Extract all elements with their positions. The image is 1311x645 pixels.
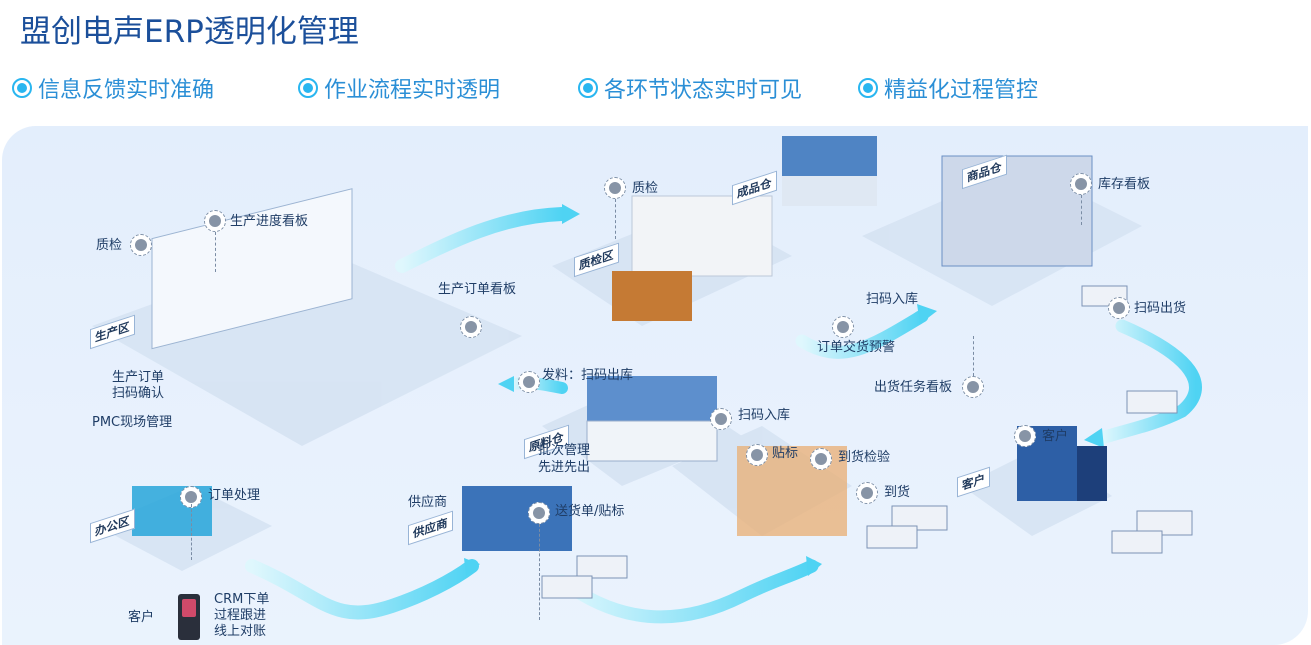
label-crm-3: 线上对账 (214, 624, 267, 639)
pin-icon (460, 316, 482, 338)
leader-line (215, 232, 216, 272)
label-scan-in-top: 扫码入库 (866, 292, 919, 307)
label-customer-right: 客户 (1042, 429, 1069, 444)
pin-icon (604, 177, 626, 199)
label-arrival: 到货 (884, 485, 911, 500)
radio-dot-icon (12, 78, 32, 98)
arrow-qc-to-stock (795, 309, 929, 359)
leader-line (973, 336, 974, 376)
pin-icon (962, 376, 984, 398)
phone-icon (178, 594, 200, 640)
radio-dot-icon (578, 78, 598, 98)
leader-line (191, 504, 192, 560)
label-qc-left: 质检 (96, 238, 123, 253)
flow-arrows (92, 136, 1202, 624)
page-title: 盟创电声ERP透明化管理 (20, 14, 359, 50)
feature-4: 精益化过程管控 (858, 74, 1038, 103)
pin-icon (1070, 173, 1092, 195)
arrow-stock-to-customer (1095, 319, 1202, 445)
label-labeling: 贴标 (772, 446, 799, 461)
label-order-delivery-alert: 订单交货预警 (817, 340, 896, 355)
label-issue-scan-out: 发料：扫码出库 (542, 368, 634, 383)
leader-line (615, 199, 616, 239)
pin-icon (1108, 297, 1130, 319)
label-production-order-scan-2: 扫码确认 (112, 386, 165, 401)
pin-icon (746, 444, 768, 466)
feature-1: 信息反馈实时准确 (12, 74, 214, 103)
label-production-order-board: 生产订单看板 (438, 282, 517, 297)
pin-icon (1014, 425, 1036, 447)
label-arrival-inspection: 到货检验 (838, 450, 891, 465)
pin-icon (810, 448, 832, 470)
pin-icon (832, 316, 854, 338)
label-delivery-note: 送货单/贴标 (555, 504, 625, 519)
label-scan-in-mid: 扫码入库 (738, 408, 791, 423)
label-scan-out: 扫码出货 (1134, 301, 1187, 316)
label-pmc: PMC现场管理 (92, 415, 173, 430)
radio-dot-icon (298, 78, 318, 98)
leader-line (539, 524, 540, 620)
label-production-board: 生产进度看板 (230, 214, 309, 229)
label-crm-2: 过程跟进 (214, 608, 267, 623)
label-supplier: 供应商 (408, 495, 448, 510)
pin-icon (130, 234, 152, 256)
arrow-production-to-qc (395, 207, 569, 273)
pin-icon (518, 371, 540, 393)
label-production-order-scan-1: 生产订单 (112, 370, 165, 385)
leader-line (1081, 195, 1082, 225)
label-batch-2: 先进先出 (538, 460, 591, 475)
pin-icon (856, 482, 878, 504)
pin-icon (528, 502, 550, 524)
label-customer-bottom: 客户 (128, 610, 155, 625)
arrow-supplier-to-arrival (555, 559, 819, 624)
radio-dot-icon (858, 78, 878, 98)
pin-icon (710, 408, 732, 430)
label-stock-board: 库存看板 (1098, 177, 1151, 192)
label-crm-1: CRM下单 (214, 592, 270, 607)
label-batch-1: 批次管理 (538, 443, 591, 458)
feature-2: 作业流程实时透明 (298, 74, 500, 103)
factory-flow-diagram: 生产区 质检区 成品仓 商品仓 原料仓 办公区 供应商 客户 质检 生产进度看板… (2, 126, 1308, 645)
label-qc-top: 质检 (632, 181, 659, 196)
label-order-processing: 订单处理 (208, 488, 261, 503)
pin-icon (204, 210, 226, 232)
arrow-office-to-supplier (245, 559, 479, 620)
feature-3: 各环节状态实时可见 (578, 74, 802, 103)
label-shipping-board: 出货任务看板 (874, 380, 953, 395)
